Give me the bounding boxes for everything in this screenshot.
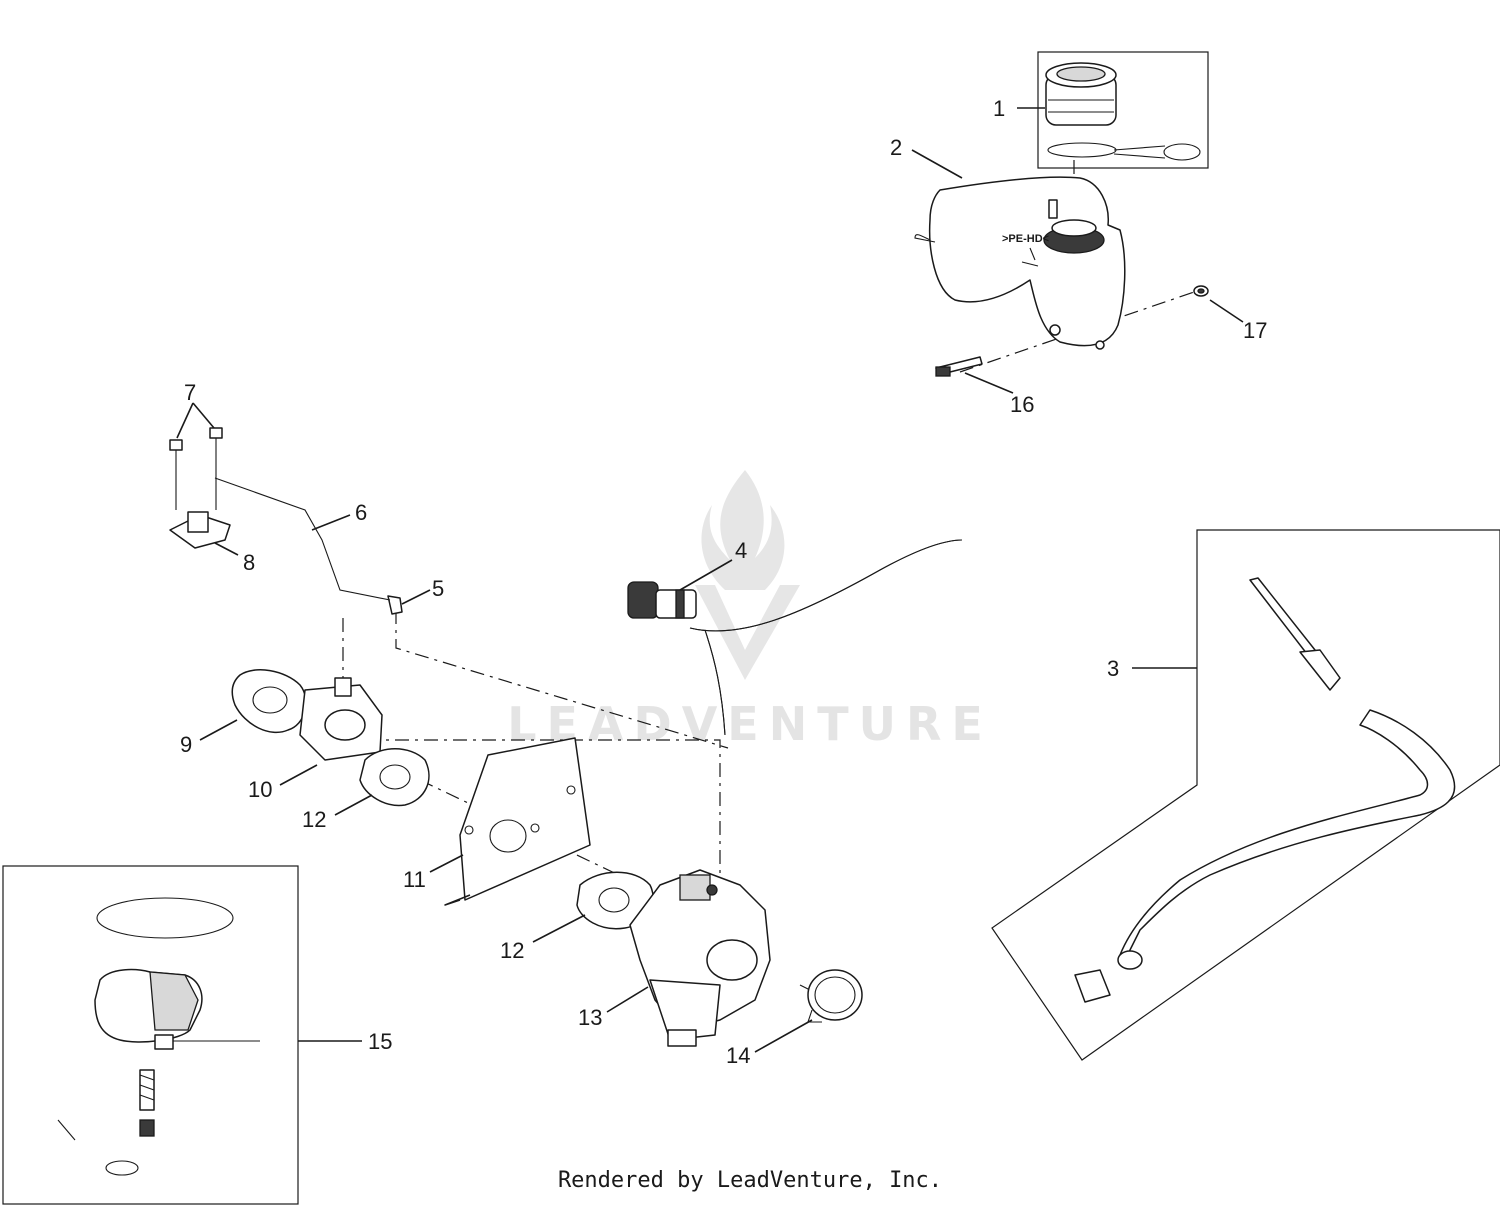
callout-14: 14 (726, 1043, 750, 1068)
part-16-stud (935, 356, 983, 377)
watermark-v-icon (695, 585, 800, 680)
callout-17: 17 (1243, 318, 1267, 343)
part-5-clip (387, 595, 403, 615)
item-15-frame (2, 865, 299, 1205)
callout-9: 9 (180, 732, 192, 757)
part-9-gasket (231, 669, 307, 734)
watermark: LEADVENTURE (507, 470, 993, 751)
callout-13: 13 (578, 1005, 602, 1030)
assembly-line-b (395, 610, 729, 749)
callout-8: 8 (243, 550, 255, 575)
callout-numbers: 1 2 3 4 5 6 7 8 9 10 11 12 12 13 14 15 1… (180, 96, 1267, 1068)
part-3-fuel-line (1074, 577, 1456, 1003)
part-14-seal (807, 969, 863, 1023)
part-2-fuel-tank: >PE-HD< (914, 176, 1126, 350)
callout-11: 11 (403, 867, 426, 892)
callout-6: 6 (355, 500, 367, 525)
callout-12b: 12 (500, 938, 524, 963)
callout-4: 4 (735, 538, 747, 563)
callout-7: 7 (184, 380, 196, 405)
callout-2: 2 (890, 135, 902, 160)
part-6-choke-rod (214, 477, 391, 601)
watermark-text: LEADVENTURE (507, 697, 993, 751)
part-11-heat-shield (444, 737, 591, 906)
item-3-frame (991, 529, 1500, 1061)
part-17-grommet (1193, 285, 1209, 297)
callout-10: 10 (248, 777, 272, 802)
part-13-carburetor (629, 869, 771, 1047)
watermark-flame-icon (701, 470, 785, 590)
tank-material-label: >PE-HD< (1002, 233, 1049, 245)
callout-12a: 12 (302, 807, 326, 832)
callout-5: 5 (432, 576, 444, 601)
part-8-bracket (169, 511, 231, 549)
callout-3: 3 (1107, 656, 1119, 681)
callout-16: 16 (1010, 392, 1034, 417)
part-10-spacer (299, 677, 383, 761)
part-15-float-kit (57, 897, 260, 1176)
callout-15: 15 (368, 1029, 392, 1054)
part-4-fuel-hose (627, 539, 963, 736)
callout-leaders (176, 107, 1244, 1053)
part-7-screws (169, 427, 223, 510)
callout-1: 1 (993, 96, 1005, 121)
part-12a-gasket (359, 748, 430, 807)
part-1-fuel-cap (1045, 62, 1201, 161)
footer-credit: Rendered by LeadVenture, Inc. (557, 1168, 943, 1193)
item-1-frame (1037, 51, 1209, 169)
